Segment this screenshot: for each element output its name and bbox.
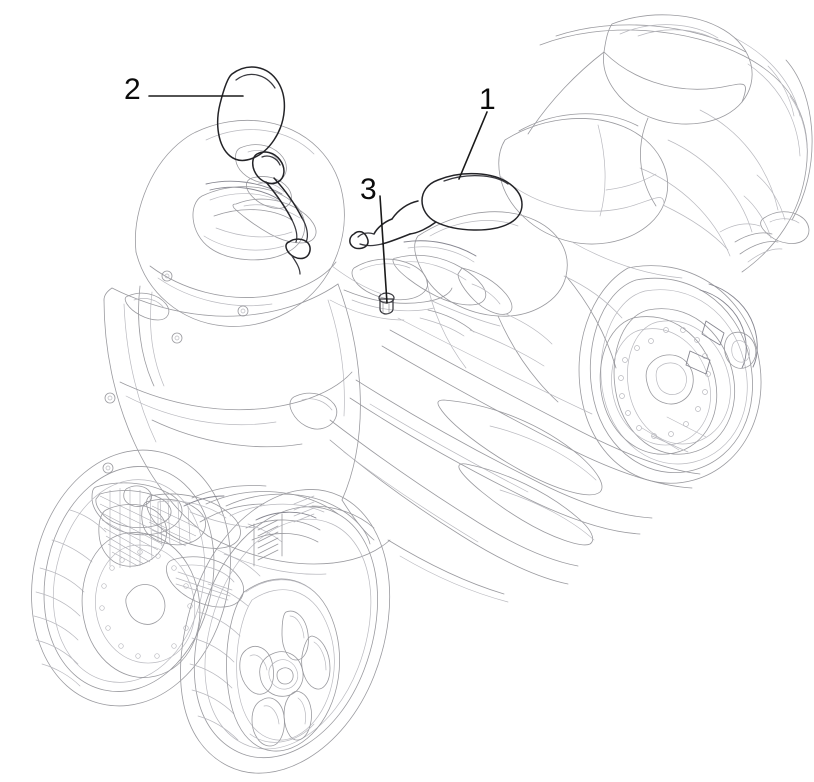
callout-leader-lines [148,95,488,304]
saddle-and-backrest [498,14,753,279]
front-right-wheel [180,489,391,774]
front-suspension-linkage [183,485,375,567]
callout-label-2: 2 [124,73,141,106]
front-left-wheel [31,449,244,707]
left-rear-view-mirror [217,66,311,275]
side-body-panel [329,211,701,603]
panel-screws [102,270,249,474]
callout-label-3: 3 [360,173,377,206]
right-rear-view-mirror [349,172,523,250]
callout-label-1: 1 [479,83,496,116]
mirror-fixing-bolt [378,292,395,315]
tail-section [539,24,813,273]
leader-line-3 [379,195,388,304]
front-body-panels [102,270,391,575]
misc-detail-lines [331,265,623,367]
rear-wheel [578,265,762,484]
leader-line-1 [458,111,488,180]
